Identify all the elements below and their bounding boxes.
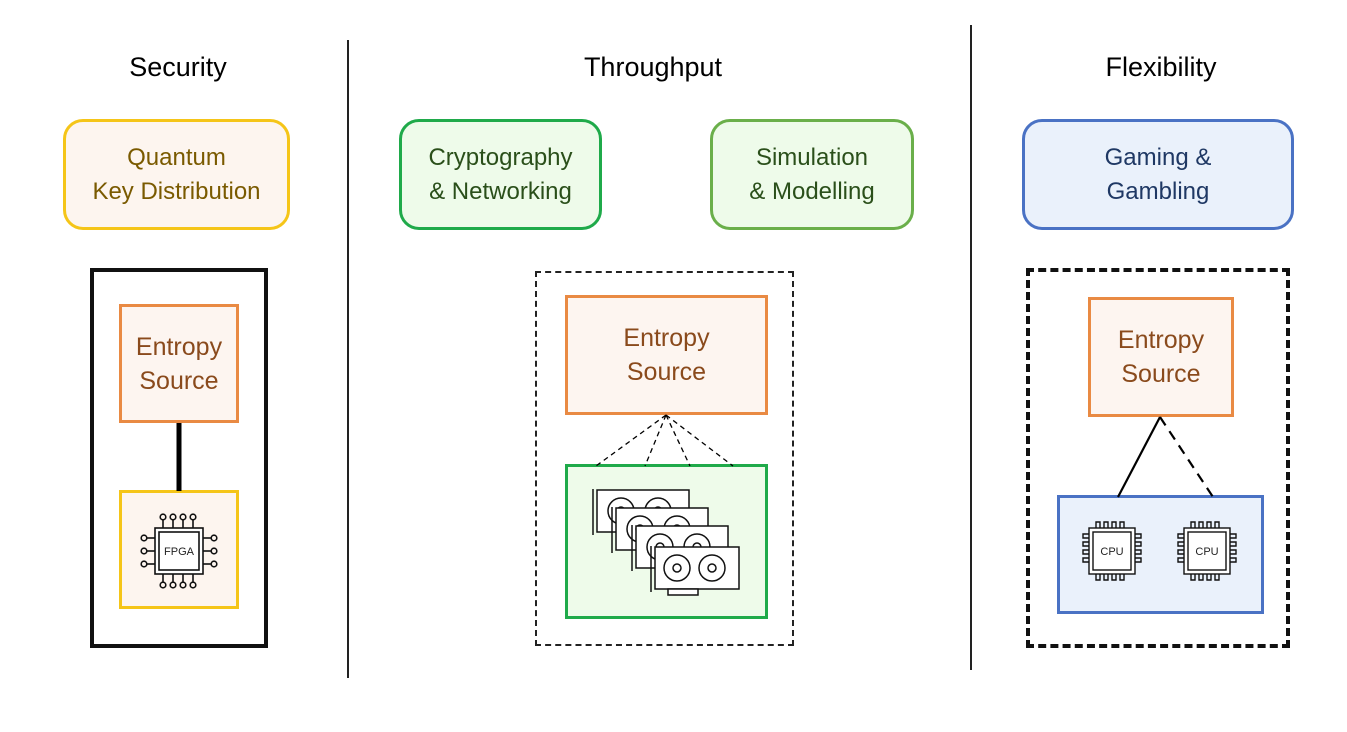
cpu-chip-icon-2 <box>1177 521 1237 581</box>
flexibility-solid-connector <box>1117 416 1161 498</box>
cpu-label-2: CPU <box>1195 546 1218 558</box>
throughput-fanout-connectors <box>595 414 734 467</box>
divider-left <box>347 40 349 678</box>
cpu-chip-icon-1 <box>1082 521 1142 581</box>
app-box-simulation-modelling: Simulation & Modelling <box>710 119 914 230</box>
fpga-pins-bottom <box>159 574 197 589</box>
entropy-source-flexibility: Entropy Source <box>1088 297 1234 417</box>
app-box-cryptography-networking: Cryptography & Networking <box>399 119 602 230</box>
app-label-simulation: Simulation & Modelling <box>749 143 875 205</box>
gpu-card-4 <box>650 546 740 596</box>
fpga-pins-left <box>140 534 155 568</box>
throughput-system-frame <box>535 271 794 646</box>
app-box-quantum-key-distribution: Quantum Key Distribution <box>63 119 290 230</box>
fpga-pins-right <box>203 534 218 568</box>
flexibility-dashed-connector <box>1159 416 1214 498</box>
entropy-source-security: Entropy Source <box>119 304 239 423</box>
security-system-frame <box>90 268 268 648</box>
entropy-label-throughput: Entropy Source <box>623 324 710 386</box>
fpga-label: FPGA <box>164 546 195 558</box>
fpga-pins-top <box>159 513 197 528</box>
app-label-gaming: Gaming & Gambling <box>1104 143 1212 205</box>
entropy-label-flexibility: Entropy Source <box>1117 326 1205 388</box>
flexibility-heading: Flexibility <box>1105 52 1217 82</box>
entropy-source-throughput: Entropy Source <box>565 295 768 415</box>
security-heading: Security <box>129 52 227 82</box>
gpu-cards-icon <box>592 489 740 596</box>
fpga-chip-icon <box>140 513 218 589</box>
cpu-label-1: CPU <box>1100 546 1123 558</box>
app-box-gaming-gambling: Gaming & Gambling <box>1022 119 1294 230</box>
app-label-cryptography: Cryptography & Networking <box>428 143 573 205</box>
divider-right <box>970 25 972 670</box>
app-label-qkd: Quantum Key Distribution <box>92 143 261 205</box>
entropy-label-security: Entropy Source <box>135 332 223 395</box>
flexibility-system-frame <box>1026 268 1290 648</box>
throughput-heading: Throughput <box>583 52 723 82</box>
